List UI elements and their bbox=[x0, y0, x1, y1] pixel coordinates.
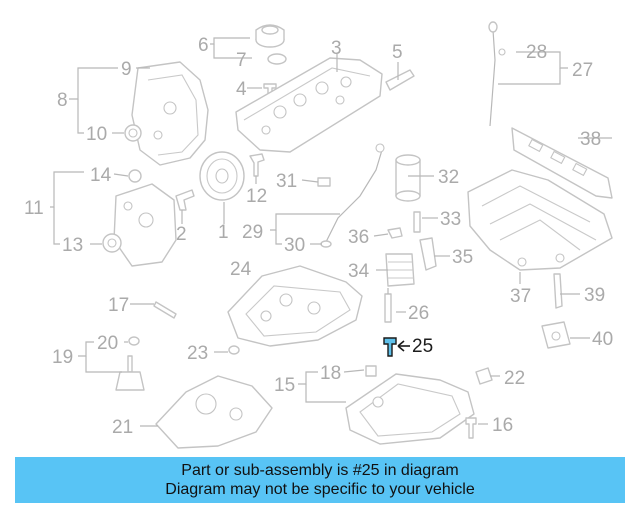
callout-13: 13 bbox=[62, 235, 83, 256]
callout-labels: 1 2 3 4 5 6 7 8 9 10 11 12 13 14 15 16 1… bbox=[24, 35, 613, 438]
callout-3: 3 bbox=[331, 38, 342, 59]
parts-diagram: 1 2 3 4 5 6 7 8 9 10 11 12 13 14 15 16 1… bbox=[24, 21, 613, 449]
callout-19: 19 bbox=[52, 347, 73, 368]
drain-plug bbox=[475, 367, 493, 385]
valve-cover bbox=[235, 57, 383, 153]
callout-27: 27 bbox=[572, 60, 593, 81]
valve-part bbox=[541, 321, 571, 349]
callout-31: 31 bbox=[276, 171, 297, 192]
oil-cooler bbox=[385, 253, 415, 287]
sensor-part bbox=[553, 273, 563, 309]
callout-9: 9 bbox=[121, 59, 132, 80]
timing-cover-upper bbox=[131, 61, 209, 166]
callout-39: 39 bbox=[584, 285, 605, 306]
bolt-part bbox=[387, 227, 403, 239]
engine-bracket bbox=[227, 265, 363, 347]
bolt-part bbox=[317, 177, 331, 187]
callout-23: 23 bbox=[187, 343, 208, 364]
callout-5: 5 bbox=[392, 42, 403, 63]
oil-pan bbox=[345, 373, 475, 445]
o-ring bbox=[320, 240, 332, 248]
banner-line-2: Diagram may not be specific to your vehi… bbox=[165, 481, 475, 498]
oil-filler-cap bbox=[255, 24, 285, 48]
crank-pulley bbox=[199, 151, 245, 201]
callout-2: 2 bbox=[176, 224, 187, 245]
callout-32: 32 bbox=[438, 167, 459, 188]
callout-38: 38 bbox=[580, 129, 601, 150]
callout-36: 36 bbox=[348, 227, 369, 248]
callout-4: 4 bbox=[236, 79, 247, 100]
callout-30: 30 bbox=[284, 235, 305, 256]
callout-12: 12 bbox=[246, 186, 267, 207]
clip-part bbox=[385, 69, 415, 91]
bolt-part bbox=[175, 189, 195, 211]
callout-24: 24 bbox=[230, 259, 252, 280]
timing-cover-lower bbox=[113, 183, 177, 267]
gasket-part bbox=[419, 237, 437, 271]
o-ring bbox=[128, 336, 140, 346]
info-banner: Part or sub-assembly is #25 in diagram D… bbox=[15, 457, 625, 503]
leader-lines bbox=[50, 37, 612, 427]
callout-11: 11 bbox=[24, 198, 44, 219]
callout-10: 10 bbox=[86, 124, 107, 145]
callout-14: 14 bbox=[90, 165, 112, 186]
callout-20: 20 bbox=[97, 333, 118, 354]
callout-37: 37 bbox=[510, 286, 531, 307]
callout-8: 8 bbox=[57, 90, 68, 111]
callout-17: 17 bbox=[108, 295, 129, 316]
callout-29: 29 bbox=[242, 222, 263, 243]
callout-15: 15 bbox=[274, 375, 295, 396]
bolt-part bbox=[465, 417, 477, 439]
bolt-part bbox=[249, 153, 265, 177]
callout-34: 34 bbox=[348, 261, 370, 282]
intake-manifold bbox=[467, 169, 613, 271]
bolt-part bbox=[384, 293, 392, 323]
callout-28: 28 bbox=[526, 42, 547, 63]
cap-seal bbox=[267, 53, 287, 65]
callout-25: 25 bbox=[412, 336, 433, 357]
callout-16: 16 bbox=[492, 415, 513, 436]
pin-part bbox=[413, 211, 421, 233]
seal-part bbox=[128, 169, 142, 183]
banner-line-1: Part or sub-assembly is #25 in diagram bbox=[181, 462, 459, 479]
callout-33: 33 bbox=[440, 209, 461, 230]
callout-22: 22 bbox=[504, 368, 525, 389]
callout-40: 40 bbox=[592, 329, 613, 350]
callout-21: 21 bbox=[112, 417, 133, 438]
callout-7: 7 bbox=[236, 50, 247, 71]
callout-35: 35 bbox=[452, 247, 473, 268]
bolt-part bbox=[365, 365, 377, 377]
o-ring bbox=[228, 345, 240, 355]
oil-sensor bbox=[115, 355, 145, 391]
highlighted-part-25 bbox=[383, 337, 397, 357]
dipstick bbox=[489, 29, 496, 127]
callout-26: 26 bbox=[408, 303, 429, 324]
callout-1: 1 bbox=[218, 222, 229, 243]
intake-gasket bbox=[511, 127, 613, 199]
engine-cover-lower bbox=[155, 375, 273, 449]
dipstick-tube bbox=[325, 149, 383, 243]
callout-6: 6 bbox=[198, 35, 209, 56]
oil-filter bbox=[395, 154, 421, 202]
callout-18: 18 bbox=[320, 363, 341, 384]
wire-part bbox=[153, 301, 177, 319]
